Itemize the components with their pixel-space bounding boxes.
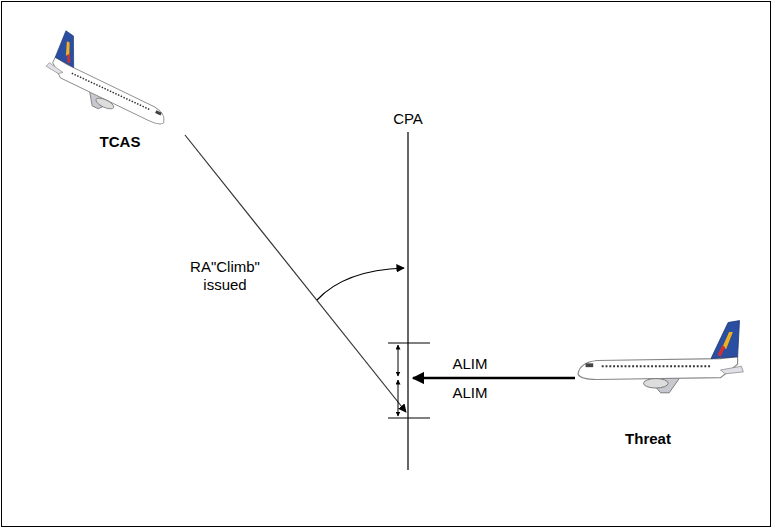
tcas-aircraft — [39, 30, 181, 137]
alim-arrow — [398, 380, 399, 416]
threat-aircraft — [578, 321, 743, 393]
aircraft-label: Threat — [625, 430, 671, 448]
alim-label: ALIM — [452, 384, 487, 402]
alim-tick — [388, 418, 430, 419]
alim-arrow — [398, 345, 399, 376]
cpa-line — [407, 132, 408, 470]
threat-path — [413, 377, 575, 380]
ra-note: RA"Climb" issued — [180, 258, 270, 294]
alim-label: ALIM — [452, 355, 487, 373]
alim-tick — [388, 343, 430, 344]
aircraft-label: TCAS — [100, 133, 141, 151]
climb-path — [317, 268, 404, 300]
cpa-label: CPA — [393, 110, 423, 128]
